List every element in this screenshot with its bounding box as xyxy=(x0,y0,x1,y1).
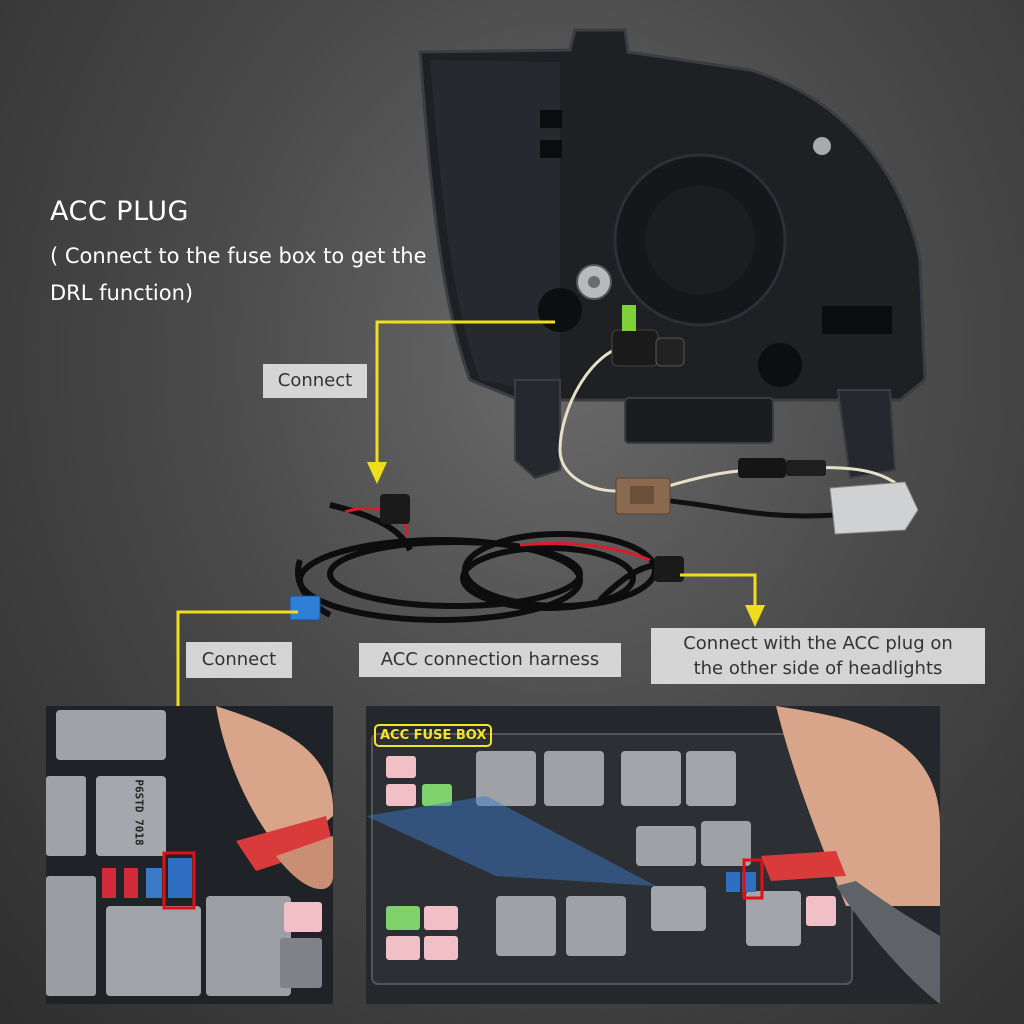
headlight-housing xyxy=(418,28,927,480)
callout-connect-top: Connect xyxy=(263,364,367,398)
harness-connector-right xyxy=(654,556,684,582)
acc-fuse-box-label: ACC FUSE BOX xyxy=(374,724,493,747)
callout-harness: ACC connection harness xyxy=(359,643,621,677)
callout-other-side: Connect with the ACC plug on the other s… xyxy=(651,628,985,684)
callout-connect-left: Connect xyxy=(186,642,292,678)
acc-plug-title: ACC PLUG xyxy=(50,196,189,227)
add-a-fuse-tap xyxy=(289,595,321,621)
acc-connection-harness xyxy=(295,502,661,623)
acc-plug-subtitle: ( Connect to the fuse box to get the DRL… xyxy=(50,244,427,305)
headlight-pigtail xyxy=(558,305,919,535)
harness-connector-top xyxy=(380,494,410,524)
fuse-box-photo-left: P6STD 7018 xyxy=(46,706,333,1004)
fuse-box-photo-right: ACC FUSE BOX xyxy=(366,706,940,1004)
relay-code-left: P6STD 7018 xyxy=(132,779,146,846)
